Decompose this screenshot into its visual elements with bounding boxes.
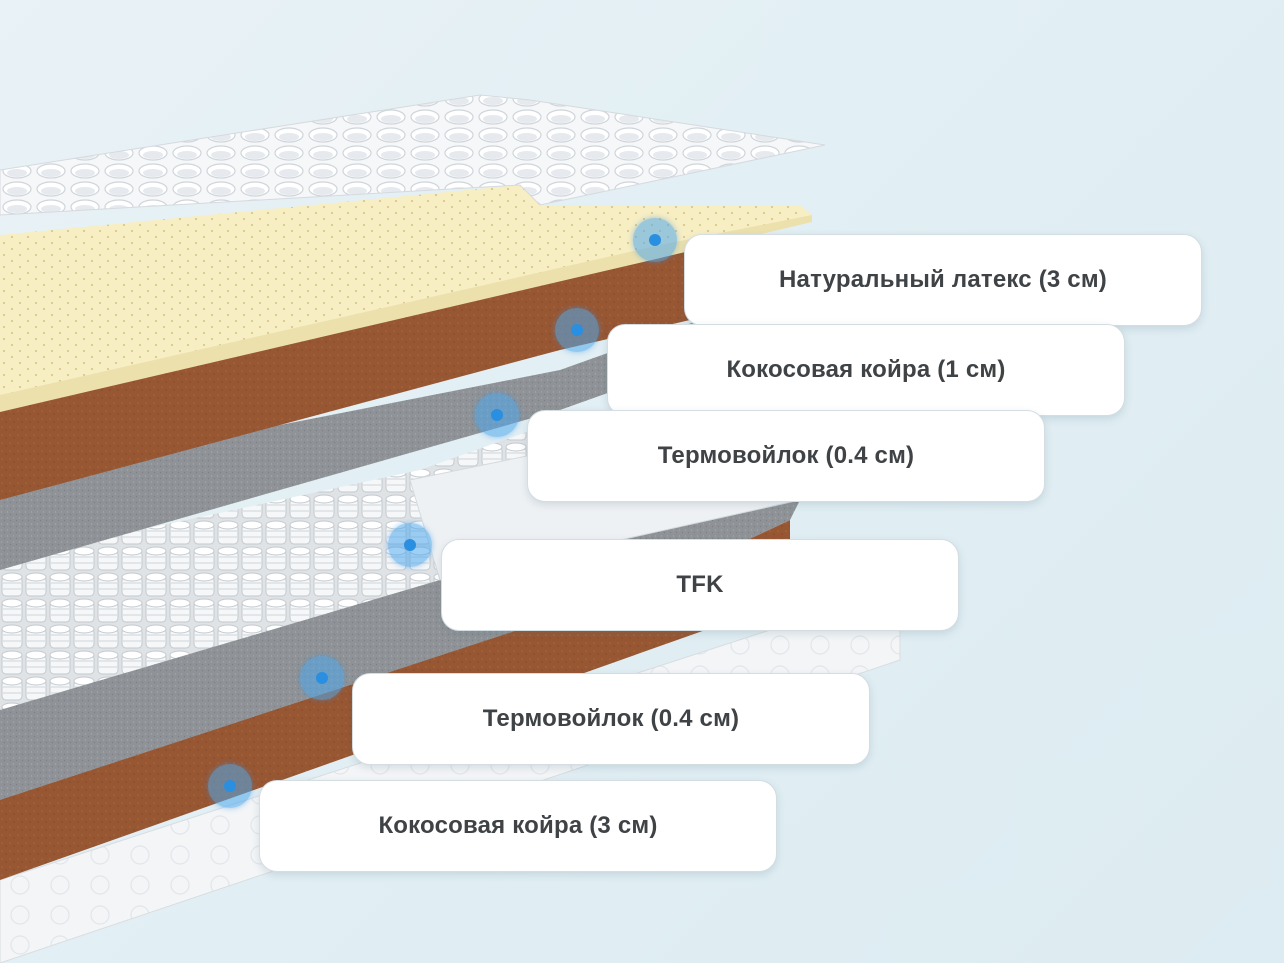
layer-marker-2[interactable] bbox=[555, 308, 599, 352]
layer-marker-1[interactable] bbox=[633, 218, 677, 262]
layer-marker-6[interactable] bbox=[208, 764, 252, 808]
layer-marker-4[interactable] bbox=[388, 523, 432, 567]
layer-callout-coir-bottom[interactable]: Кокосовая койра (3 см) bbox=[259, 780, 777, 872]
layer-marker-5[interactable] bbox=[300, 656, 344, 700]
layer-callout-latex[interactable]: Натуральный латекс (3 см) bbox=[684, 234, 1202, 326]
layer-label: Термовойлок (0.4 см) bbox=[657, 442, 915, 469]
layer-label: Термовойлок (0.4 см) bbox=[482, 705, 740, 732]
layer-label: Натуральный латекс (3 см) bbox=[779, 266, 1107, 293]
layer-label: TFK bbox=[676, 571, 724, 598]
layer-marker-3[interactable] bbox=[475, 393, 519, 437]
felt-top-layer bbox=[0, 320, 700, 570]
layer-callout-felt-bottom[interactable]: Термовойлок (0.4 см) bbox=[352, 673, 870, 765]
layer-label: Кокосовая койра (1 см) bbox=[726, 356, 1006, 383]
layer-callout-felt-top[interactable]: Термовойлок (0.4 см) bbox=[527, 410, 1045, 502]
quilted-top-cover bbox=[0, 94, 826, 216]
layer-callout-spring-block[interactable]: TFK bbox=[441, 539, 959, 631]
layer-callout-coir-top[interactable]: Кокосовая койра (1 см) bbox=[607, 324, 1125, 416]
latex-layer bbox=[0, 185, 812, 412]
coir-top-layer bbox=[0, 240, 690, 500]
layer-label: Кокосовая койра (3 см) bbox=[378, 812, 658, 839]
